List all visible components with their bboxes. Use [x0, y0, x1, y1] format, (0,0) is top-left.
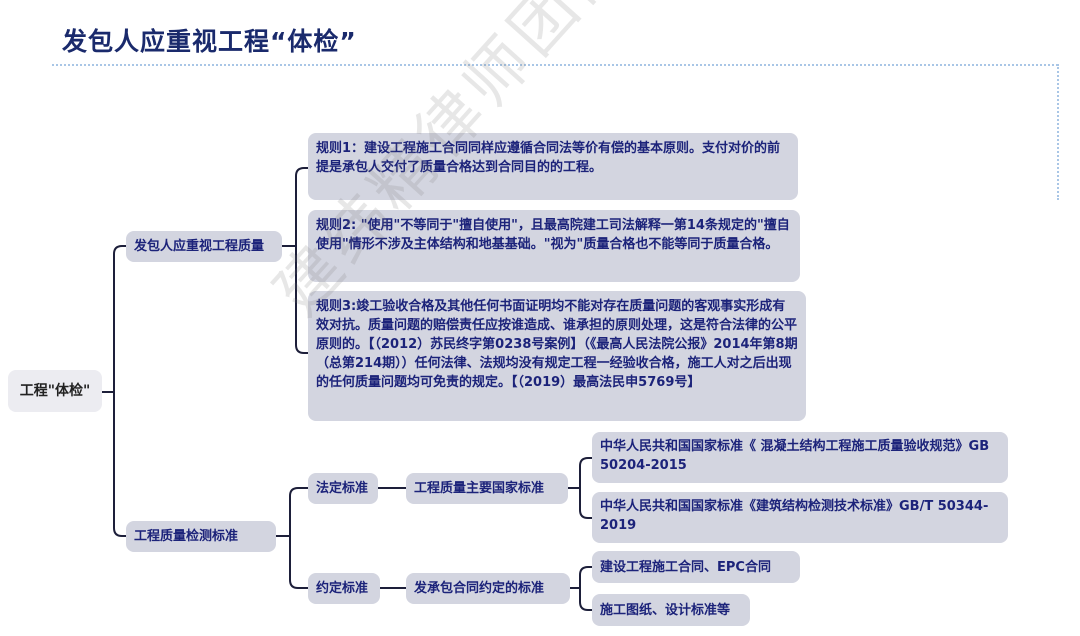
contract-agreed-standards-node[interactable]: 发承包合同约定的标准 [406, 573, 570, 604]
dotted-divider-vertical [1057, 64, 1059, 200]
branch-node-owner-quality[interactable]: 发包人应重视工程质量 [126, 231, 282, 262]
national-standards-node[interactable]: 工程质量主要国家标准 [406, 473, 568, 504]
statutory-standard-node[interactable]: 法定标准 [308, 473, 378, 504]
rule-2-node[interactable]: 规则2: "使用"不等同于"擅自使用"，且最高院建工司法解释一第14条规定的"擅… [308, 210, 800, 282]
mindmap-root-node[interactable]: 工程"体检" [8, 370, 102, 412]
branch-node-quality-standards[interactable]: 工程质量检测标准 [126, 521, 276, 552]
rule-1-node[interactable]: 规则1：建设工程施工合同同样应遵循合同法等价有偿的基本原则。支付对价的前提是承包… [308, 133, 798, 200]
design-drawings-node[interactable]: 施工图纸、设计标准等 [592, 594, 750, 626]
standard-gb50204-node[interactable]: 中华人民共和国国家标准《 混凝土结构工程施工质量验收规范》GB 50204-20… [592, 432, 1008, 483]
page-title: 发包人应重视工程“体检” [62, 27, 357, 56]
agreed-standard-node[interactable]: 约定标准 [308, 573, 380, 604]
standard-gbt50344-node[interactable]: 中华人民共和国国家标准《建筑结构检测技术标准》GB/T 50344-2019 [592, 492, 1008, 543]
construction-contract-node[interactable]: 建设工程施工合同、EPC合同 [592, 551, 800, 583]
dotted-divider-horizontal [52, 64, 1058, 66]
rule-3-node[interactable]: 规则3:竣工验收合格及其他任何书面证明均不能对存在质量问题的客观事实形成有效对抗… [308, 291, 806, 421]
